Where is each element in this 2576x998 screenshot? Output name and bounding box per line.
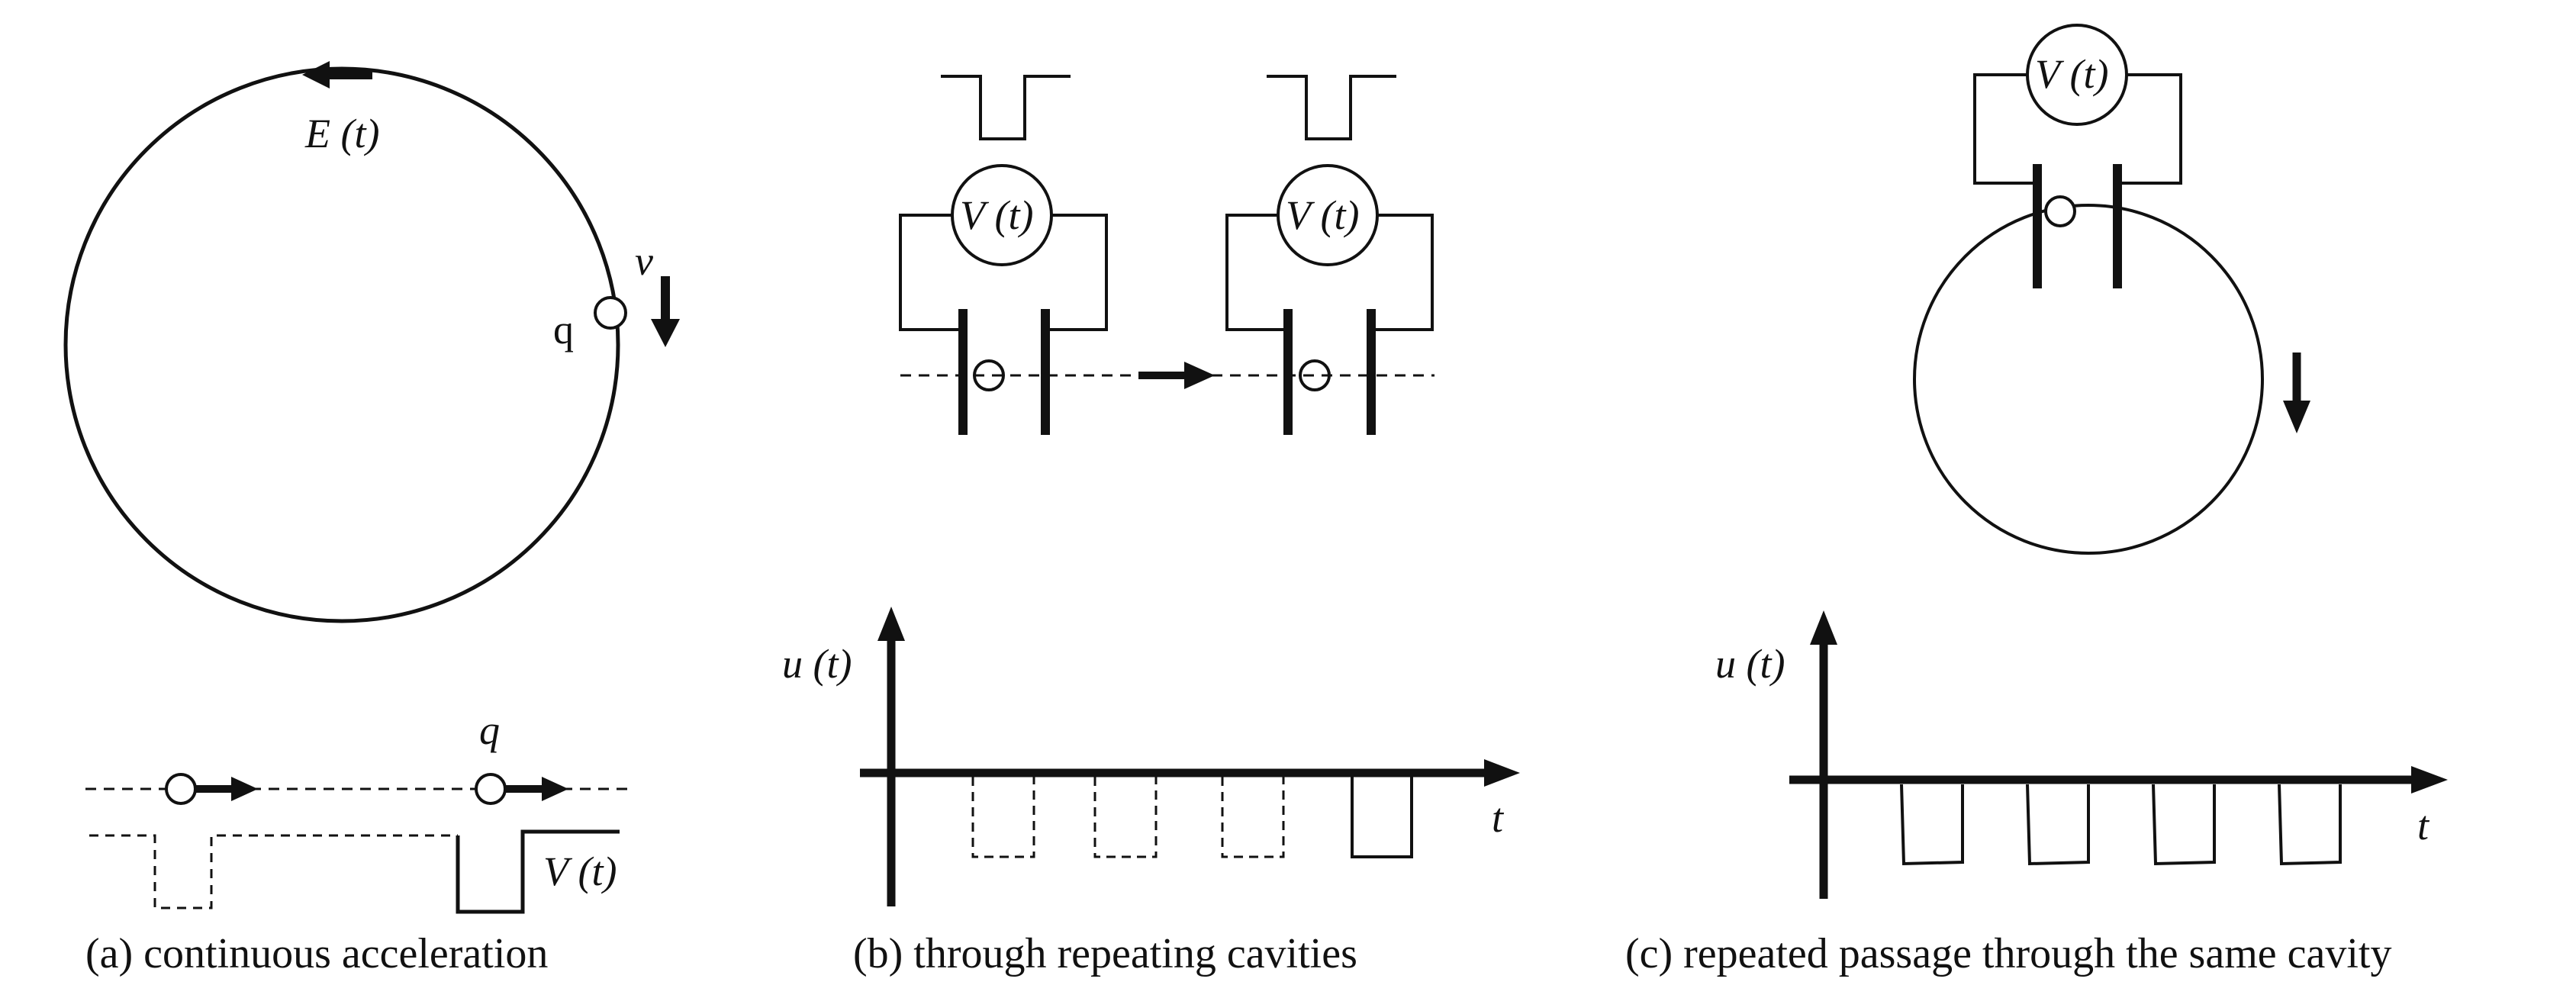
c-y-axis-arrowhead <box>1810 610 1837 645</box>
b-pulse-2-dashed <box>1093 777 1158 858</box>
circuit-wire-1 <box>899 214 1108 331</box>
c-pulse-2 <box>2026 784 2090 866</box>
cavity-label-2: V (t) <box>1286 192 1359 238</box>
charge-in-cavity-c <box>2044 195 2076 227</box>
b-pulse-1-dashed <box>971 777 1035 858</box>
b-y-axis-arrowhead <box>877 607 905 641</box>
ring-direction-arrowhead <box>2283 401 2310 433</box>
charge-label-line: q <box>479 707 500 753</box>
velocity-label: v <box>635 238 653 284</box>
c-pulse-3 <box>2152 784 2216 866</box>
circuit-wire-2 <box>1225 214 1434 331</box>
caption-c: (c) repeated passage through the same ca… <box>1625 930 2391 977</box>
field-label: E (t) <box>304 111 379 156</box>
cavity-label-c: V (t) <box>2035 51 2108 97</box>
charge-2-arrowhead <box>542 777 568 801</box>
b-pulse-4-solid <box>1351 777 1413 858</box>
voltage-waveform-dashed <box>89 834 458 909</box>
panel-c: V (t) u (t) t (c) repeated passage throu… <box>1625 24 2448 977</box>
panel-a: E (t) q v q V (t) (a) continuous acceler… <box>63 61 680 977</box>
b-x-axis-label: t <box>1492 795 1505 841</box>
charge-label-ring: q <box>553 307 574 353</box>
c-x-axis-label: t <box>2417 803 2430 848</box>
voltage-label: V (t) <box>543 848 617 894</box>
b-pulse-3-dashed <box>1221 777 1285 858</box>
charge-2 <box>475 773 507 805</box>
beam-direction-arrowhead <box>1184 362 1215 389</box>
panel-b: V (t) V (t) u (t) t (b) through re <box>782 75 1520 977</box>
c-y-axis-label: u (t) <box>1715 641 1785 687</box>
cavity-1: V (t) <box>899 164 1108 435</box>
c-x-axis-arrowhead <box>2411 766 2448 794</box>
ring-orbit <box>63 66 620 623</box>
voltage-waveform-solid <box>456 829 620 914</box>
b-y-axis-label: u (t) <box>782 641 852 687</box>
velocity-arrowhead <box>651 319 680 347</box>
charge-1 <box>165 773 197 805</box>
cavity-2: V (t) <box>1225 164 1434 435</box>
c-pulse-1 <box>1900 784 1964 866</box>
pulse-icon-2 <box>1267 75 1396 140</box>
pulse-icon-1 <box>941 75 1071 140</box>
circuit-wire-c <box>1973 73 2182 185</box>
storage-ring <box>1913 204 2264 555</box>
caption-a: (a) continuous acceleration <box>85 930 548 977</box>
b-x-axis-arrowhead <box>1484 759 1520 787</box>
charge-on-ring <box>594 296 627 330</box>
caption-b: (b) through repeating cavities <box>853 930 1357 977</box>
charge-1-arrowhead <box>231 777 258 801</box>
c-pulse-4 <box>2278 784 2342 866</box>
cavity-label-1: V (t) <box>960 192 1033 238</box>
field-arrowhead <box>302 61 330 89</box>
